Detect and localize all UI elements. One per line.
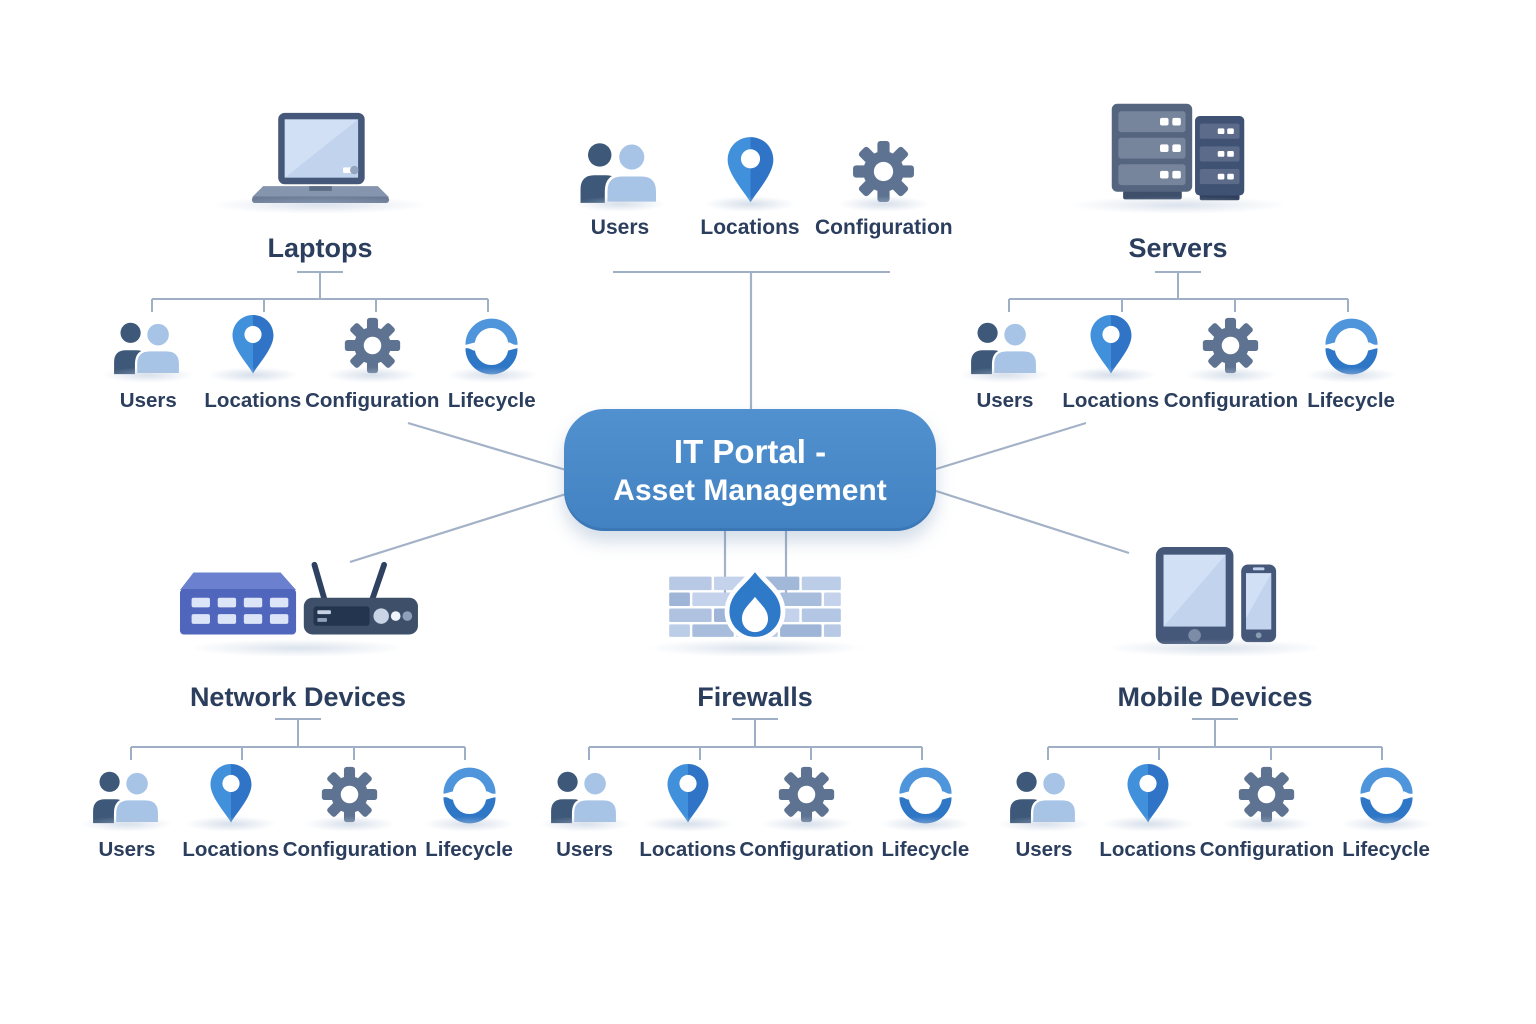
attribute-users: Users bbox=[96, 313, 201, 413]
attribute-lifecycle: Lifecycle bbox=[1334, 762, 1438, 862]
server-rack-icon bbox=[1102, 99, 1254, 205]
attribute-label: Configuration bbox=[1163, 389, 1299, 412]
location-pin-icon bbox=[1088, 314, 1134, 375]
attribute-configuration: Configuration bbox=[1164, 313, 1298, 413]
branch-title: Mobile Devices bbox=[1117, 682, 1313, 712]
hub-item-label: Locations bbox=[700, 216, 800, 239]
firewall-icon bbox=[666, 567, 844, 648]
attribute-configuration: Configuration bbox=[739, 762, 874, 862]
attribute-locations: Locations bbox=[1058, 313, 1164, 413]
attribute-lifecycle: Lifecycle bbox=[1298, 313, 1404, 413]
attribute-configuration: Configuration bbox=[283, 762, 417, 862]
icon-shadow bbox=[574, 196, 666, 212]
attribute-label: Locations bbox=[1062, 389, 1160, 412]
attribute-label: Lifecycle bbox=[881, 838, 970, 861]
attribute-label: Lifecycle bbox=[1307, 389, 1395, 412]
location-pin-icon bbox=[1125, 763, 1171, 824]
attribute-label: Users bbox=[119, 389, 177, 412]
attribute-configuration: Configuration bbox=[1200, 762, 1334, 862]
branch-title: Firewalls bbox=[697, 682, 813, 712]
branch-network-devices: Network Devices Users Locations Configur… bbox=[75, 560, 521, 880]
attribute-label: Configuration bbox=[1199, 838, 1335, 861]
location-pin-icon bbox=[665, 763, 711, 824]
attribute-label: Users bbox=[98, 838, 156, 861]
attribute-users: Users bbox=[992, 762, 1096, 862]
icon-shadow bbox=[1105, 639, 1325, 657]
attribute-users: Users bbox=[533, 762, 636, 862]
attribute-label: Configuration bbox=[282, 838, 418, 861]
attribute-label: Locations bbox=[204, 389, 302, 412]
attribute-label: Lifecycle bbox=[447, 389, 536, 412]
attribute-label: Locations bbox=[639, 838, 737, 861]
branch-laptops: Laptops Users Locations Configuration bbox=[96, 105, 544, 425]
attribute-label: Locations bbox=[1099, 838, 1197, 861]
location-pin-icon bbox=[208, 763, 254, 824]
hub-item-label: Users bbox=[590, 216, 650, 239]
attribute-label: Users bbox=[1015, 838, 1073, 861]
hub-connector-line bbox=[613, 271, 890, 273]
attribute-label: Lifecycle bbox=[425, 838, 513, 861]
central-node: IT Portal - Asset Management bbox=[564, 409, 936, 531]
attribute-locations: Locations bbox=[179, 762, 283, 862]
hub-item-locations: Locations bbox=[685, 130, 815, 240]
attribute-users: Users bbox=[952, 313, 1058, 413]
gear-icon bbox=[851, 139, 916, 204]
attribute-label: Users bbox=[556, 838, 614, 861]
attribute-locations: Locations bbox=[636, 762, 739, 862]
attribute-lifecycle: Lifecycle bbox=[439, 313, 544, 413]
attribute-locations: Locations bbox=[1096, 762, 1200, 862]
attribute-label: Configuration bbox=[305, 389, 440, 412]
icon-shadow bbox=[645, 639, 865, 657]
hub-item-label: Configuration bbox=[815, 216, 953, 239]
branch-firewalls: Firewalls Users Locations Configuration bbox=[533, 560, 977, 880]
hub-item-configuration: Configuration bbox=[815, 130, 953, 240]
users-icon bbox=[576, 140, 664, 204]
branch-title: Laptops bbox=[267, 233, 373, 263]
branch-mobile-devices: Mobile Devices Users Locations Configura… bbox=[992, 560, 1438, 880]
attribute-configuration: Configuration bbox=[305, 313, 439, 413]
attribute-locations: Locations bbox=[201, 313, 306, 413]
branch-servers: Servers Users Locations Configuration bbox=[952, 105, 1404, 425]
hub-item-users: Users bbox=[555, 130, 685, 240]
mobile-devices-icon bbox=[1150, 545, 1280, 648]
branch-title: Network Devices bbox=[189, 682, 407, 712]
network-devices-icon bbox=[172, 559, 424, 648]
attribute-label: Configuration bbox=[739, 838, 874, 861]
icon-shadow bbox=[210, 196, 430, 214]
icon-shadow bbox=[837, 196, 930, 212]
attribute-users: Users bbox=[75, 762, 179, 862]
icon-shadow bbox=[1068, 196, 1288, 214]
attribute-label: Users bbox=[976, 389, 1034, 412]
branch-title: Servers bbox=[1128, 233, 1228, 263]
central-node-title-line2: Asset Management bbox=[613, 473, 887, 507]
hub-attributes-group: Users Locations Configuration bbox=[555, 130, 953, 282]
location-pin-icon bbox=[725, 136, 776, 204]
attribute-lifecycle: Lifecycle bbox=[874, 762, 977, 862]
attribute-label: Lifecycle bbox=[1342, 838, 1430, 861]
attribute-lifecycle: Lifecycle bbox=[417, 762, 521, 862]
icon-shadow bbox=[704, 196, 796, 212]
location-pin-icon bbox=[230, 314, 276, 375]
icon-shadow bbox=[188, 639, 408, 657]
attribute-label: Locations bbox=[182, 838, 280, 861]
central-node-title-line1: IT Portal - bbox=[673, 432, 827, 470]
laptop-icon bbox=[250, 109, 391, 205]
